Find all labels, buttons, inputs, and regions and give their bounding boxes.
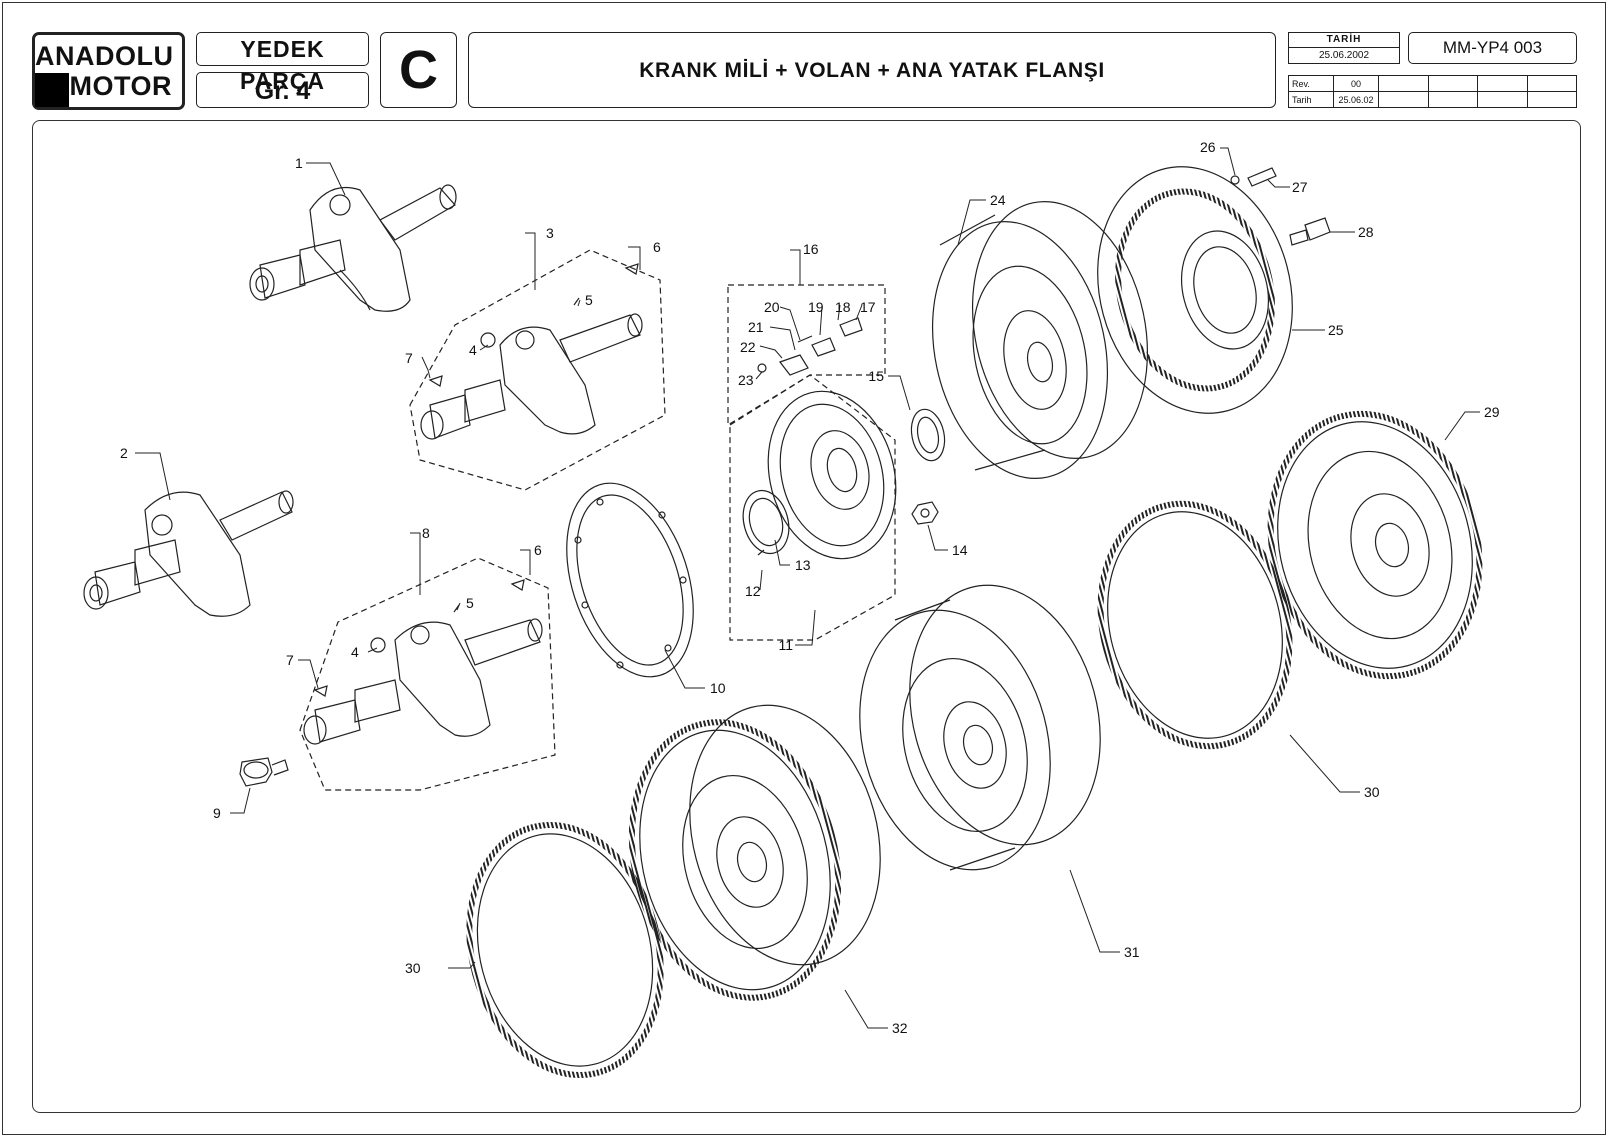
seal-part-15 [910, 408, 946, 462]
flywheel-part-24 [931, 201, 1149, 479]
callout-15: 15 [868, 368, 884, 384]
callout-25: 25 [1328, 322, 1344, 338]
callout-17: 17 [860, 299, 876, 315]
callout-18: 18 [835, 299, 851, 315]
callout-5a: 5 [585, 292, 593, 308]
callout-23: 23 [738, 372, 754, 388]
callout-6b: 6 [534, 542, 542, 558]
callout-11: 11 [778, 637, 793, 653]
nut-part-14 [911, 501, 939, 525]
flywheel-part-32 [628, 704, 881, 1001]
callout-14: 14 [952, 542, 968, 558]
date-value: 25.06.2002 [1318, 50, 1370, 61]
callout-27: 27 [1292, 179, 1308, 195]
revision-table: Rev. 00 Tarih 25.06.02 [1288, 75, 1577, 108]
section-letter: C [380, 32, 457, 108]
callout-9: 9 [213, 805, 221, 821]
callout-31: 31 [1124, 944, 1140, 960]
crankshaft-assembly-3 [409, 249, 666, 491]
gasket-part-10 [566, 482, 694, 678]
callout-29: 29 [1484, 404, 1500, 420]
oil-pump-assembly-16 [727, 284, 886, 427]
rev-date-value: 25.06.02 [1333, 91, 1379, 108]
callout-22: 22 [740, 339, 756, 355]
callout-21: 21 [748, 319, 764, 335]
callout-7b: 7 [286, 652, 294, 668]
ring-gear-part-30-right [1097, 500, 1293, 750]
callout-2: 2 [120, 445, 128, 461]
group-value: Gr. 4 [196, 72, 369, 108]
callout-16: 16 [803, 241, 819, 257]
callout-1: 1 [295, 155, 303, 171]
document-code: MM-YP4 003 [1408, 32, 1577, 64]
callout-20: 20 [764, 299, 780, 315]
callout-5b: 5 [466, 595, 474, 611]
callout-12: 12 [745, 583, 761, 599]
callout-8: 8 [422, 525, 430, 541]
bearing-flange-assembly-11 [729, 374, 897, 641]
company-logo: ANADOLU MOTOR [32, 32, 185, 110]
logo-square [35, 73, 69, 107]
callout-28: 28 [1358, 224, 1374, 240]
leader-lines [135, 147, 1480, 1029]
callout-26: 26 [1200, 139, 1216, 155]
logo-line-2: MOTOR [69, 71, 172, 101]
rev-date-label: Tarih [1288, 91, 1334, 108]
logo-line-1: ANADOLU [35, 41, 174, 71]
callout-19: 19 [808, 299, 824, 315]
callout-4a: 4 [469, 342, 477, 358]
bolt-part-9 [239, 757, 289, 787]
flywheel-part-31 [859, 584, 1101, 871]
crankshaft-assembly-8 [299, 557, 556, 791]
callout-30a: 30 [1364, 784, 1380, 800]
callout-3: 3 [546, 225, 554, 241]
date-label: TARİH [1289, 33, 1399, 48]
callout-24: 24 [990, 192, 1006, 208]
group-block: YEDEK PARÇA Gr. 4 [196, 32, 369, 108]
callout-13: 13 [795, 557, 811, 573]
flywheel-part-29 [1267, 410, 1483, 680]
callout-labels: 1 2 3 4 4 5 5 6 6 7 7 8 9 10 11 12 13 14… [120, 139, 1500, 1036]
small-hardware-26-28 [1230, 167, 1331, 246]
drawing-area [32, 120, 1581, 1113]
fan-flywheel-part-25 [1097, 166, 1293, 414]
crankshaft-part-2 [83, 490, 294, 617]
callout-4b: 4 [351, 644, 359, 660]
callout-10: 10 [710, 680, 726, 696]
crankshaft-part-1 [249, 184, 457, 312]
ring-gear-part-30-left [466, 821, 664, 1079]
drawing-title: KRANK MİLİ + VOLAN + ANA YATAK FLANŞI [468, 32, 1276, 108]
callout-30b: 30 [405, 960, 421, 976]
callout-6a: 6 [653, 239, 661, 255]
callout-32: 32 [892, 1020, 908, 1036]
callout-7a: 7 [405, 350, 413, 366]
date-box: TARİH 25.06.2002 [1288, 32, 1400, 64]
